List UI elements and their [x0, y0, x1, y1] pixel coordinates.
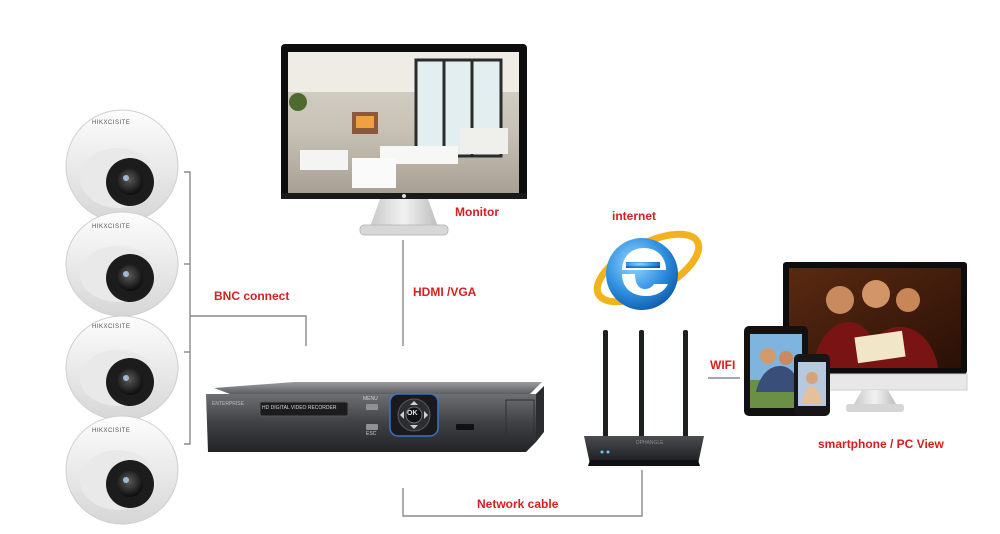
dvr-display-text: HD DIGITAL VIDEO RECORDER — [262, 405, 337, 411]
internet-label: internet — [612, 209, 657, 223]
wifi-label: WIFI — [710, 358, 736, 372]
dome-camera-2 — [65, 211, 179, 317]
pc-monitor-device — [782, 262, 968, 412]
dvr-esc-label: ESC — [366, 431, 377, 437]
bnc-bracket-lines — [184, 171, 307, 445]
dvr-ok-label: OK — [407, 410, 418, 417]
internet-explorer-icon — [593, 230, 703, 310]
camera-2-brand: HIKXCISITE — [92, 224, 131, 230]
router-brand: DPHANGLE — [636, 440, 664, 446]
network-cable-line — [402, 470, 643, 517]
dome-camera-3 — [65, 315, 179, 421]
monitor-device — [281, 44, 527, 236]
dvr-brand: ENTERPRISE — [212, 401, 244, 407]
smartphone-device — [794, 354, 830, 416]
dome-camera-1 — [65, 109, 179, 223]
network-cable-label: Network cable — [477, 497, 559, 511]
camera-1-brand: HIKXCISITE — [92, 120, 131, 126]
client-view-label: smartphone / PC View — [818, 437, 944, 451]
dome-camera-4 — [65, 415, 179, 525]
router-device — [584, 330, 704, 466]
monitor-label: Monitor — [455, 205, 499, 219]
camera-4-brand: HIKXCISITE — [92, 428, 131, 434]
hdmi-vga-label: HDMI /VGA — [413, 285, 477, 299]
dvr-device — [206, 382, 544, 452]
camera-3-brand: HIKXCISITE — [92, 324, 131, 330]
bnc-connect-label: BNC connect — [214, 289, 290, 303]
dvr-menu-label: MENU — [363, 396, 378, 402]
tablet-device — [744, 326, 808, 416]
